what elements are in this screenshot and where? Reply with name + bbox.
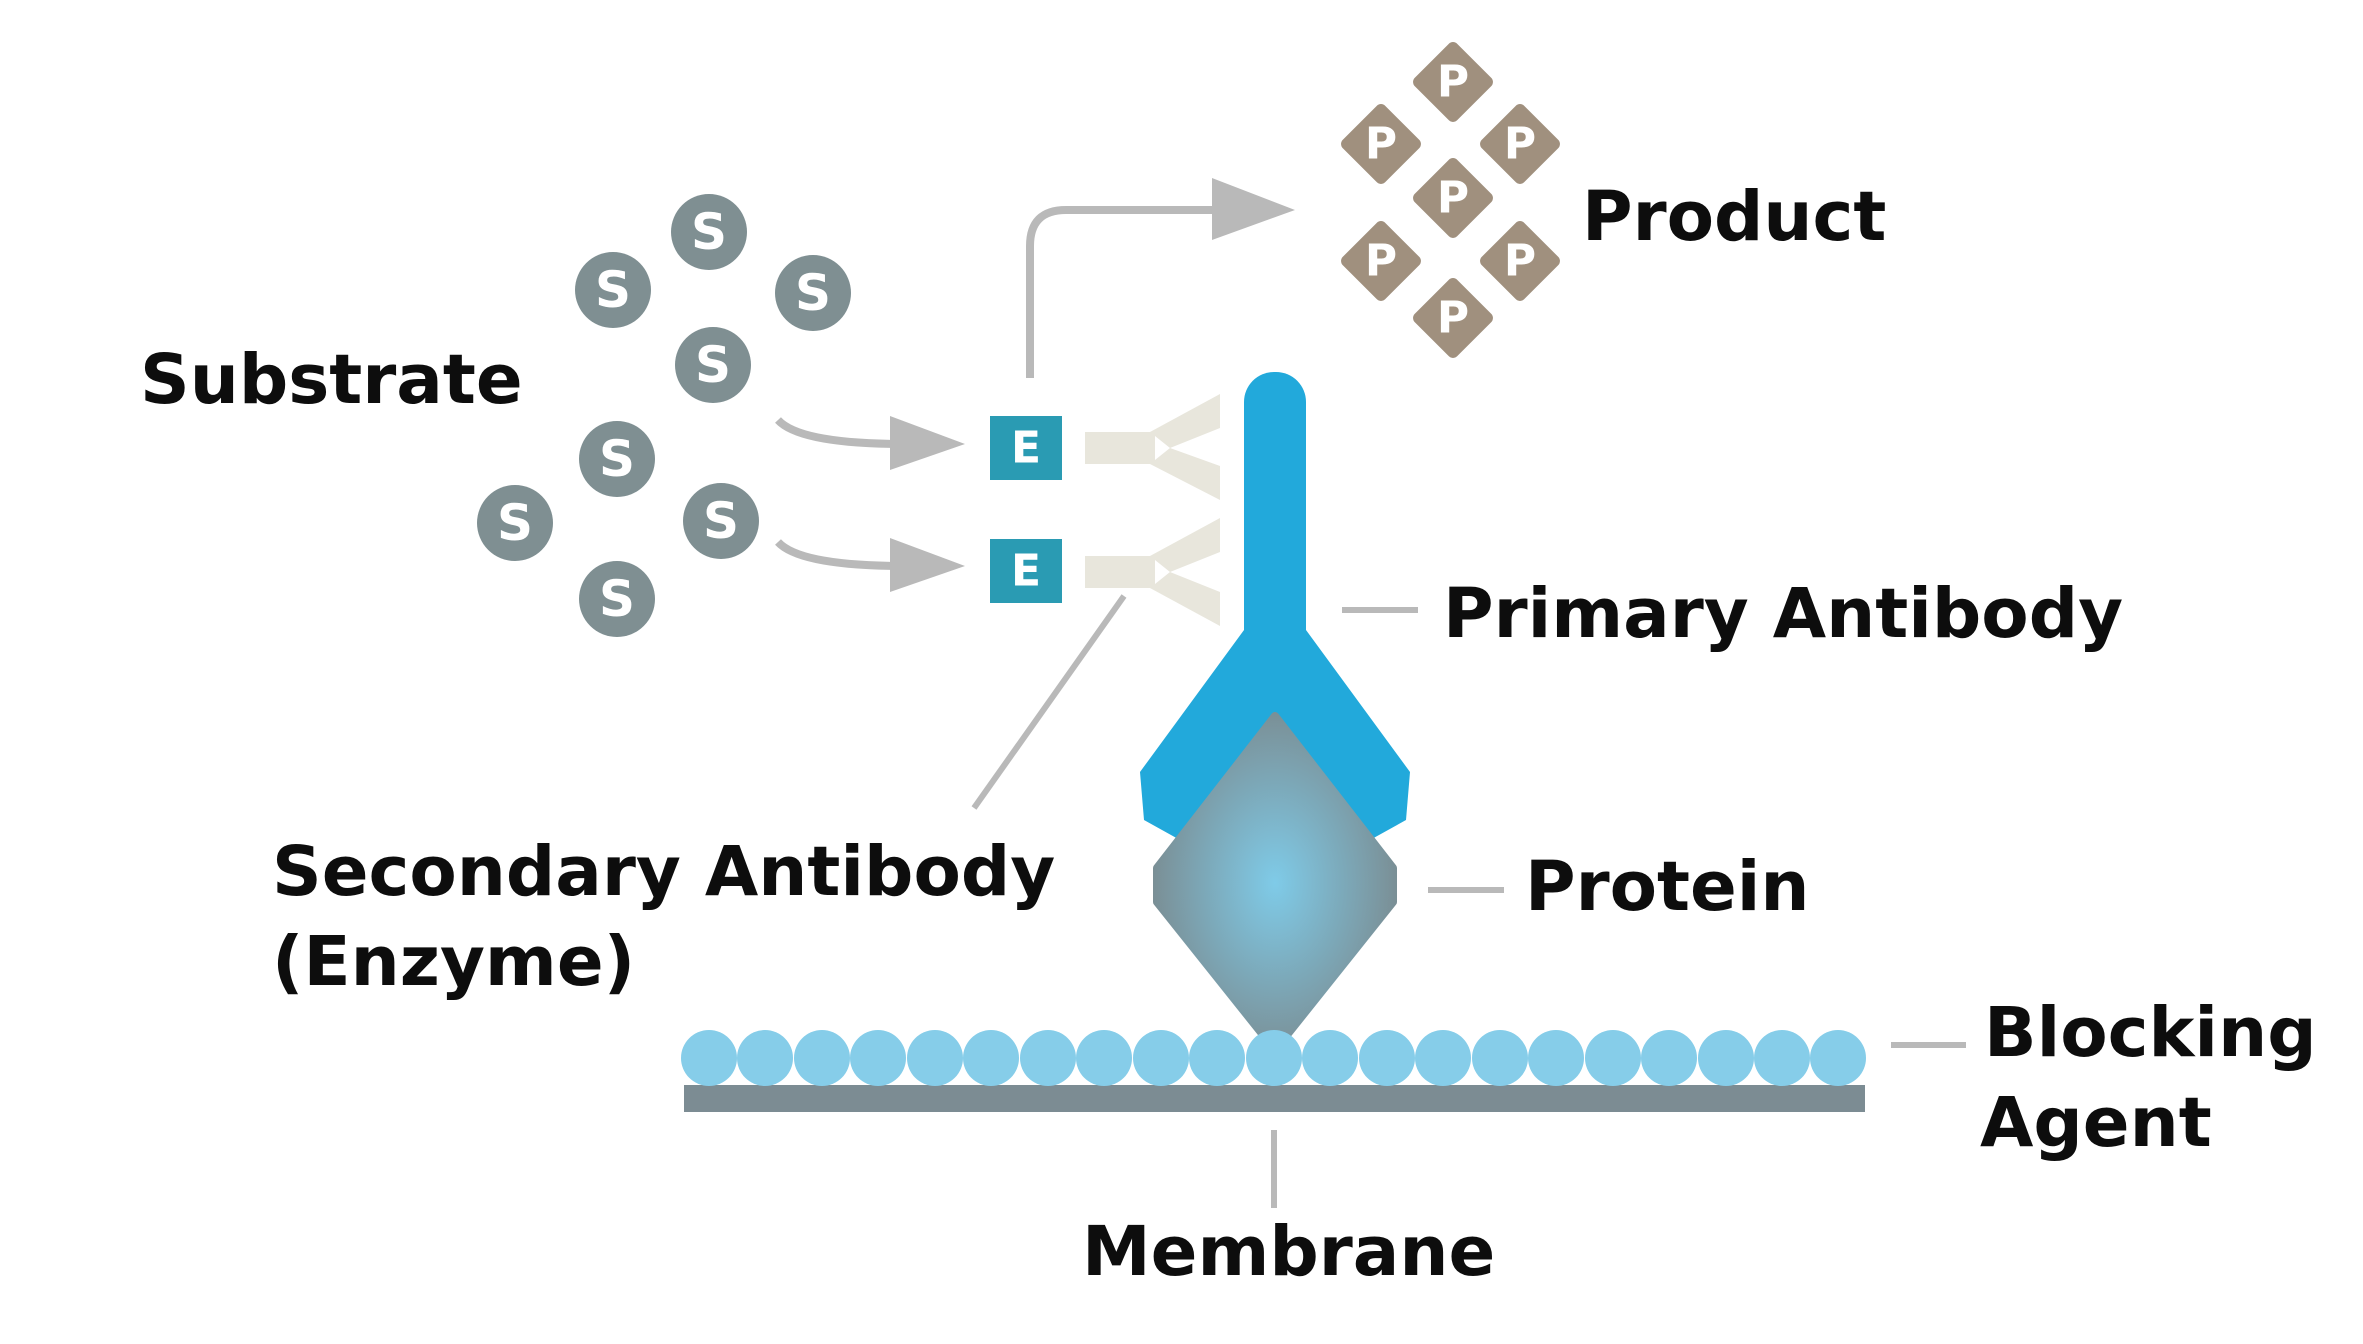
- blocking-agent-label: Blocking: [1984, 993, 2317, 1073]
- substrate-molecule: S: [579, 421, 655, 497]
- blocking-agent-bead: [681, 1030, 737, 1086]
- substrate-molecule: S: [675, 327, 751, 403]
- membrane: [684, 1085, 1865, 1112]
- membrane-label: Membrane: [1082, 1212, 1495, 1292]
- secondary-antibody-enzyme-label: (Enzyme): [272, 922, 635, 1002]
- blocking-agent-row: [681, 1030, 1866, 1086]
- blocking-agent-bead: [963, 1030, 1019, 1086]
- enzyme-upper: E: [990, 416, 1062, 480]
- enzyme-glyph: E: [1011, 423, 1041, 474]
- secondary-antibody-lower: [1085, 518, 1220, 626]
- product-molecule: P: [1413, 158, 1493, 238]
- substrate-glyph: S: [599, 570, 635, 628]
- substrate-arrowhead-lower: [890, 538, 965, 592]
- substrate-molecule: S: [575, 252, 651, 328]
- protein-label: Protein: [1525, 847, 1810, 927]
- product-molecule: P: [1341, 221, 1421, 301]
- product-molecule: P: [1480, 221, 1560, 301]
- product-glyph: P: [1365, 236, 1397, 287]
- product-molecule: P: [1413, 42, 1493, 122]
- substrate-arrowhead-upper: [890, 416, 965, 470]
- blocking-agent-bead: [1076, 1030, 1132, 1086]
- substrate-molecule: S: [683, 483, 759, 559]
- product-flow-arrowhead: [1212, 178, 1295, 240]
- blocking-agent-bead: [1415, 1030, 1471, 1086]
- leader-secondary-antibody: [971, 594, 1127, 810]
- substrate-glyph: S: [595, 261, 631, 319]
- substrate-arrow-lower: [775, 539, 906, 570]
- blocking-agent-bead: [1189, 1030, 1245, 1086]
- product-group: P P P P P P P: [1341, 42, 1560, 358]
- substrate-molecule: S: [579, 561, 655, 637]
- blocking-agent-bead: [1754, 1030, 1810, 1086]
- blocking-agent-bead: [1359, 1030, 1415, 1086]
- substrate-glyph: S: [497, 494, 533, 552]
- blocking-agent-bead: [1810, 1030, 1866, 1086]
- enzyme-glyph: E: [1011, 546, 1041, 597]
- product-glyph: P: [1437, 57, 1469, 108]
- substrate-molecule: S: [775, 255, 851, 331]
- product-glyph: P: [1504, 236, 1536, 287]
- blocking-agent-bead: [737, 1030, 793, 1086]
- blocking-agent-bead: [1302, 1030, 1358, 1086]
- primary-antibody-label: Primary Antibody: [1443, 574, 2123, 654]
- blocking-agent-bead: [794, 1030, 850, 1086]
- substrate-molecule: S: [671, 194, 747, 270]
- blocking-agent-bead: [1133, 1030, 1189, 1086]
- product-glyph: P: [1504, 119, 1536, 170]
- product-label: Product: [1582, 177, 1886, 257]
- blocking-agent-bead: [1641, 1030, 1697, 1086]
- blocking-agent-bead: [1528, 1030, 1584, 1086]
- substrate-glyph: S: [703, 492, 739, 550]
- enzyme-lower: E: [990, 539, 1062, 603]
- secondary-antibody-upper: [1085, 394, 1220, 500]
- product-flow-arrow: [1026, 206, 1225, 378]
- substrate-glyph: S: [691, 203, 727, 261]
- blocking-agent-bead: [1472, 1030, 1528, 1086]
- blocking-agent-bead: [1585, 1030, 1641, 1086]
- product-glyph: P: [1365, 119, 1397, 170]
- product-molecule: P: [1341, 104, 1421, 184]
- blocking-agent-bead: [1020, 1030, 1076, 1086]
- substrate-glyph: S: [795, 264, 831, 322]
- product-molecule: P: [1480, 104, 1560, 184]
- substrate-arrow-upper: [775, 417, 906, 448]
- product-molecule: P: [1413, 278, 1493, 358]
- substrate-glyph: S: [599, 430, 635, 488]
- substrate-label: Substrate: [140, 340, 523, 420]
- substrate-glyph: S: [695, 336, 731, 394]
- blocking-agent-bead: [1698, 1030, 1754, 1086]
- blocking-agent-label-line2: Agent: [1980, 1083, 2212, 1163]
- substrate-molecule: S: [477, 485, 553, 561]
- primary-antibody: [1140, 372, 1410, 840]
- product-glyph: P: [1437, 173, 1469, 224]
- blocking-agent-bead: [907, 1030, 963, 1086]
- blocking-agent-bead: [1246, 1030, 1302, 1086]
- blocking-agent-bead: [850, 1030, 906, 1086]
- substrate-group: S S S S S S S S: [477, 194, 851, 637]
- product-glyph: P: [1437, 293, 1469, 344]
- secondary-antibody-label: Secondary Antibody: [272, 832, 1055, 912]
